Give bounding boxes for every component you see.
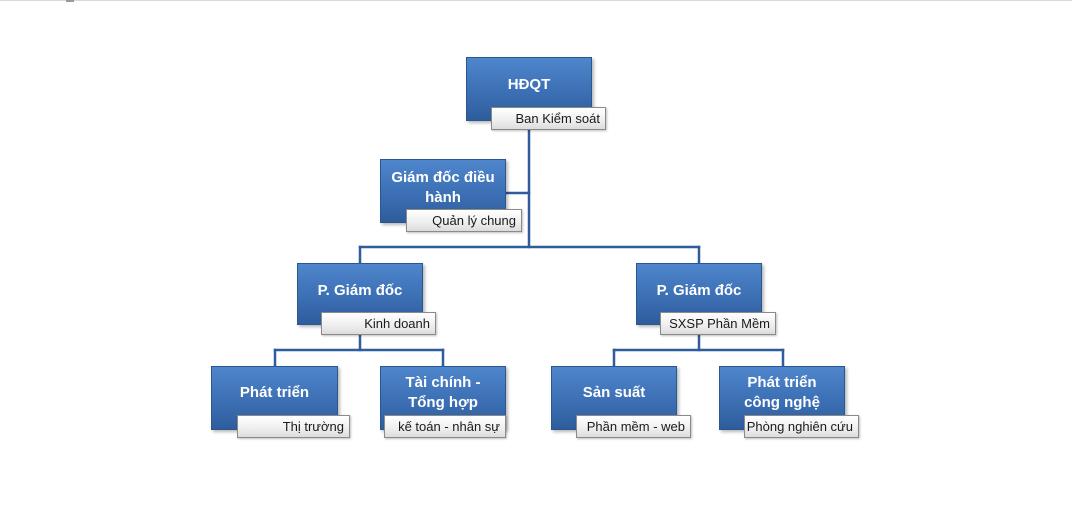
node-board-title: HĐQT [507,76,551,93]
node-finance-title: Tài chính - Tổng hợp [405,374,481,411]
node-development-sub: Thị trường [237,415,350,438]
node-production-sub: Phần mềm - web [576,415,691,438]
node-executive-sub: Quản lý chung [406,209,522,232]
node-finance-sub: kế toán - nhân sự [384,415,506,438]
node-executive-title: Giám đốc điều hành [391,169,495,206]
corner-mark [66,0,74,2]
node-board-sub: Ban Kiểm soát [491,107,606,130]
node-production-title: Sản suất [582,384,646,401]
top-divider [0,0,1072,1]
node-deputy-software-title: P. Giám đốc [656,282,742,299]
node-deputy-software-sub: SXSP Phần Mềm [660,312,776,335]
node-deputy-business-title: P. Giám đốc [317,282,403,299]
node-deputy-business-sub: Kinh doanh [321,312,436,335]
node-development-title: Phát triển [239,384,310,401]
node-tech-development-sub: Phòng nghiên cứu [744,415,859,438]
node-tech-development-title: Phát triển công nghệ [744,374,820,411]
